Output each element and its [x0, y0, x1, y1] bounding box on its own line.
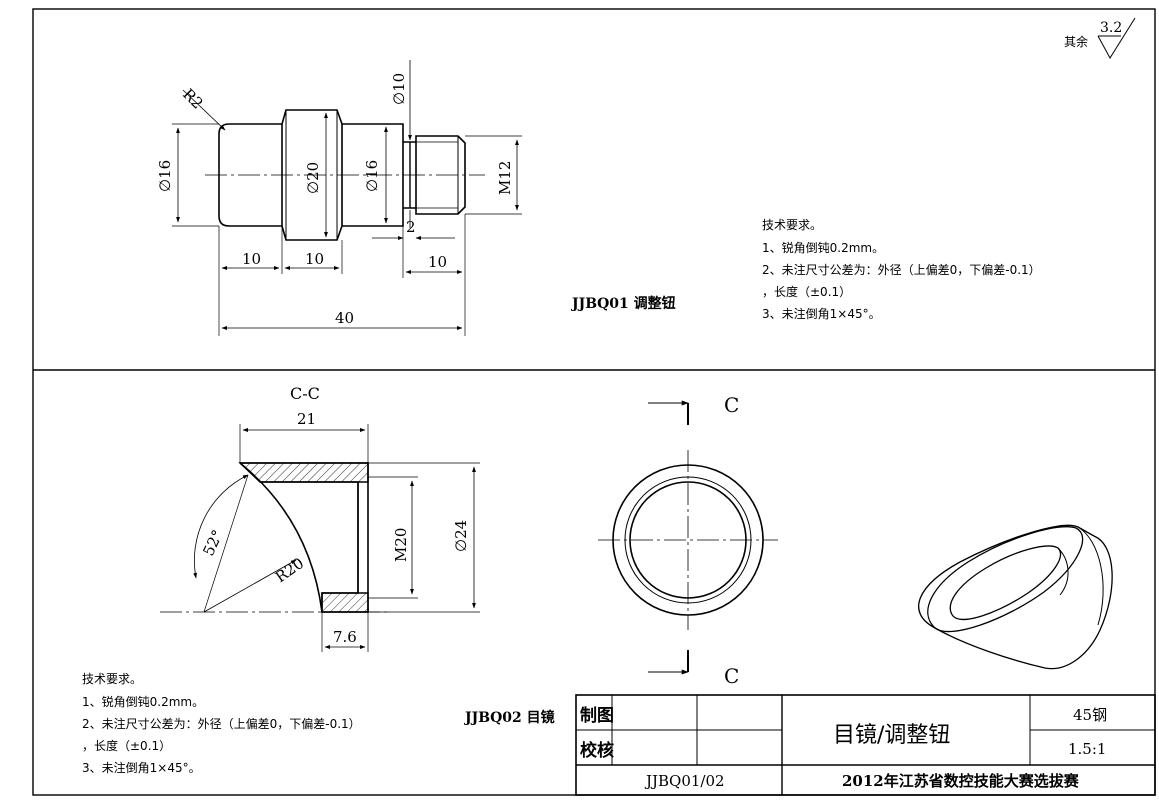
part1-notes-line1: 1、锐角倒钝0.2mm。: [762, 241, 884, 255]
title-competition: 2012年江苏省数控技能大赛选拔赛: [842, 772, 1080, 790]
iso-outer-body: [918, 524, 1113, 670]
part2-wall-top: [238, 462, 369, 483]
title-checked-label: 校核: [580, 740, 614, 761]
dim-d24: ∅24: [452, 520, 470, 552]
part1-drawing: [172, 60, 522, 336]
dim-len40: 40: [335, 309, 354, 327]
part2-notes-line1: 1、锐角倒钝0.2mm。: [82, 695, 204, 709]
part1-tech-notes: 技术要求。 1、锐角倒钝0.2mm。 2、未注尺寸公差为：外径（上偏差0，下偏差…: [762, 218, 1041, 321]
part2-notes-title: 技术要求。: [82, 672, 142, 686]
part2-notes-line3: ，长度（±0.1）: [82, 738, 171, 753]
part2-name: JJBQ02 目镜: [463, 709, 555, 726]
roughness-symbol: 其余 3.2: [1064, 17, 1136, 59]
view-label-top: C: [724, 393, 739, 417]
dim-d16-mid: ∅16: [363, 160, 381, 192]
title-drawn-label: 制图: [580, 705, 614, 726]
title-scale: 1.5:1: [1068, 740, 1106, 758]
dim-len10-b: 10: [305, 250, 324, 268]
dim-r20: R20: [272, 554, 307, 586]
dim-len10-a: 10: [242, 250, 261, 268]
title-material: 45钢: [1073, 706, 1107, 724]
dim-w2: 2: [406, 218, 416, 236]
title-drawing-no: JJBQ01/02: [644, 772, 725, 790]
section-label-cc: C-C: [290, 384, 320, 403]
roughness-value: 3.2: [1100, 20, 1122, 36]
dim-m20: M20: [392, 528, 410, 562]
part1-name: JJBQ01 调整钮: [570, 295, 676, 312]
part2-curved-face: [239, 462, 323, 613]
drawing-border: [32, 8, 1156, 796]
dim-w76: 7.6: [333, 628, 357, 646]
dim-d10: ∅10: [390, 73, 408, 105]
part1-notes-line2: 2、未注尺寸公差为：外径（上偏差0，下偏差-0.1）: [762, 262, 1041, 277]
part2-wall-bottom: [321, 592, 369, 613]
part2-isometric-view: [918, 524, 1113, 670]
title-block: [575, 694, 1156, 796]
part2-section-view: [160, 424, 480, 652]
dim-w21: 21: [297, 410, 316, 428]
part2-notes-line4: 3、未注倒角1×45°。: [82, 760, 201, 775]
part1-notes-line4: 3、未注倒角1×45°。: [762, 306, 881, 321]
roughness-label: 其余: [1064, 34, 1088, 49]
part1-d16-cylinder: [342, 123, 404, 227]
part2-notes-line2: 2、未注尺寸公差为：外径（上偏差0，下偏差-0.1）: [82, 716, 361, 731]
dim-d20: ∅20: [304, 162, 322, 194]
part1-undercut: [403, 141, 416, 209]
part2-outer-contour: [240, 462, 369, 613]
part2-end-view: [598, 400, 778, 675]
iso-face-ellipse: [927, 526, 1084, 633]
title-drawing-title: 目镜/调整钮: [833, 723, 950, 748]
part1-notes-line3: ，长度（±0.1）: [762, 284, 851, 299]
dim-len10-c: 10: [428, 253, 447, 271]
view-label-bottom: C: [724, 664, 739, 688]
dim-m12: M12: [496, 161, 514, 195]
part1-notes-title: 技术要求。: [762, 218, 822, 232]
dim-d16-left: ∅16: [156, 160, 174, 192]
part2-tech-notes: 技术要求。 1、锐角倒钝0.2mm。 2、未注尺寸公差为：外径（上偏差0，下偏差…: [82, 672, 361, 775]
iso-bore: [949, 545, 1062, 621]
part1-left-cylinder: [218, 123, 282, 227]
